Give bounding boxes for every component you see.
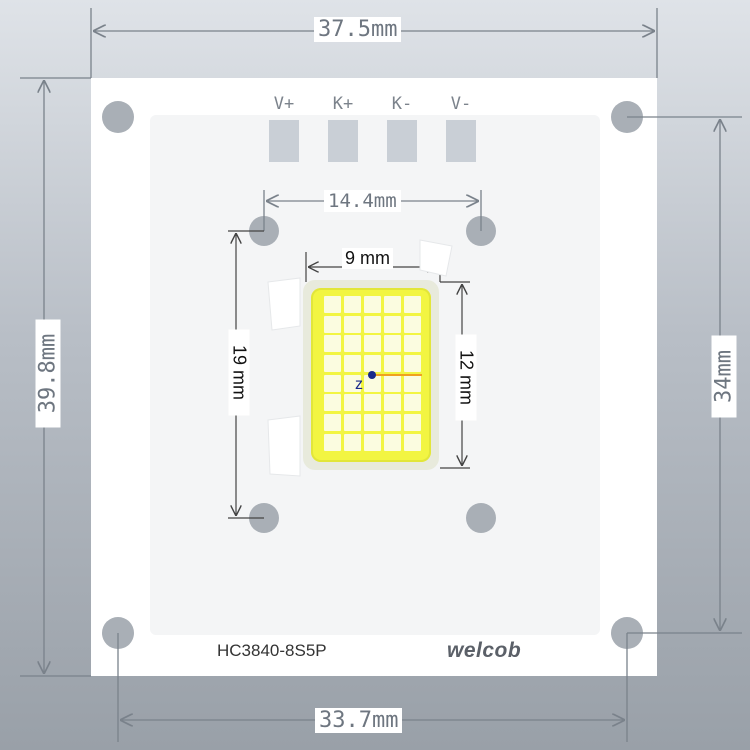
- terminal-label-v-minus: V-: [450, 94, 472, 114]
- terminal-pad-k-plus: [328, 120, 358, 162]
- led-cell: [364, 414, 381, 432]
- mount-hole-top-left: [102, 101, 134, 133]
- terminal-pad-v-plus: [269, 120, 299, 162]
- hole-span-horizontal-label: 33.7mm: [315, 708, 403, 733]
- led-cell: [344, 296, 361, 313]
- brand-logo: welcob: [447, 639, 522, 662]
- led-cell: [324, 335, 341, 353]
- axis-z-label: z: [355, 376, 363, 393]
- led-cell: [364, 394, 381, 412]
- led-cell: [324, 414, 341, 432]
- led-cell: [404, 374, 421, 392]
- led-cell: [364, 335, 381, 353]
- led-cell: [364, 315, 381, 333]
- inner-hole-span-label: 14.4mm: [324, 190, 401, 212]
- led-cell: [324, 296, 341, 313]
- led-cell: [324, 374, 341, 392]
- led-cell: [384, 335, 401, 353]
- led-cell: [324, 394, 341, 412]
- led-cell: [364, 433, 381, 451]
- led-cell: [324, 355, 341, 373]
- led-cell: [404, 414, 421, 432]
- led-cell: [364, 374, 381, 392]
- led-cell: [404, 433, 421, 451]
- led-cell: [384, 433, 401, 451]
- led-cell: [364, 355, 381, 373]
- led-cell: [344, 394, 361, 412]
- inner-hole-bottom-right: [466, 503, 496, 533]
- led-cell: [344, 355, 361, 373]
- led-cell: [384, 296, 401, 313]
- terminal-label-k-minus: K-: [391, 94, 413, 114]
- led-cell: [324, 433, 341, 451]
- terminal-pad-k-minus: [387, 120, 417, 162]
- led-cell: [404, 315, 421, 333]
- led-cell: [384, 374, 401, 392]
- led-cell: [344, 335, 361, 353]
- led-cell: [384, 355, 401, 373]
- led-cell: [404, 394, 421, 412]
- led-cell: [404, 335, 421, 353]
- led-cell: [384, 394, 401, 412]
- led-cell: [404, 355, 421, 373]
- led-cell: [324, 315, 341, 333]
- terminal-pad-v-minus: [446, 120, 476, 162]
- board-width-label: 37.5mm: [314, 17, 402, 42]
- led-cell: [384, 315, 401, 333]
- led-cell: [384, 414, 401, 432]
- terminal-label-k-plus: K+: [332, 94, 354, 114]
- chip-width-label: 9 mm: [342, 248, 393, 269]
- led-cell: [344, 374, 361, 392]
- led-cell: [364, 296, 381, 313]
- led-cell: [344, 433, 361, 451]
- led-cell: [344, 315, 361, 333]
- model-number: HC3840-8S5P: [217, 641, 327, 660]
- terminal-label-v-plus: V+: [273, 94, 295, 114]
- led-cell: [404, 296, 421, 313]
- led-cell: [344, 414, 361, 432]
- led-grid: [324, 296, 424, 456]
